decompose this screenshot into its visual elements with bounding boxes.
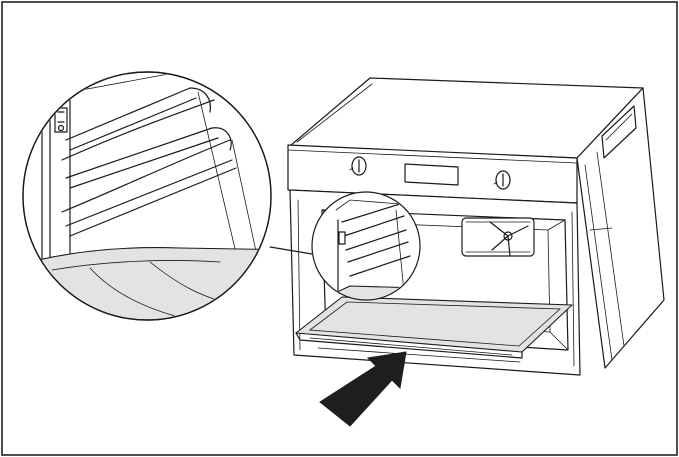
- baking-tray: [295, 296, 573, 353]
- insert-arrow-icon: [319, 351, 407, 427]
- display-panel-icon: [404, 163, 459, 186]
- baking-tray-icon: [295, 296, 573, 363]
- magnifier-connector: [269, 246, 313, 255]
- magnifier-large-circle: [22, 71, 272, 321]
- fan-icon: [461, 217, 535, 257]
- control-knob-right-icon: [493, 170, 511, 190]
- control-knob-left-icon: [349, 156, 367, 176]
- oven-side-panel: [576, 87, 665, 369]
